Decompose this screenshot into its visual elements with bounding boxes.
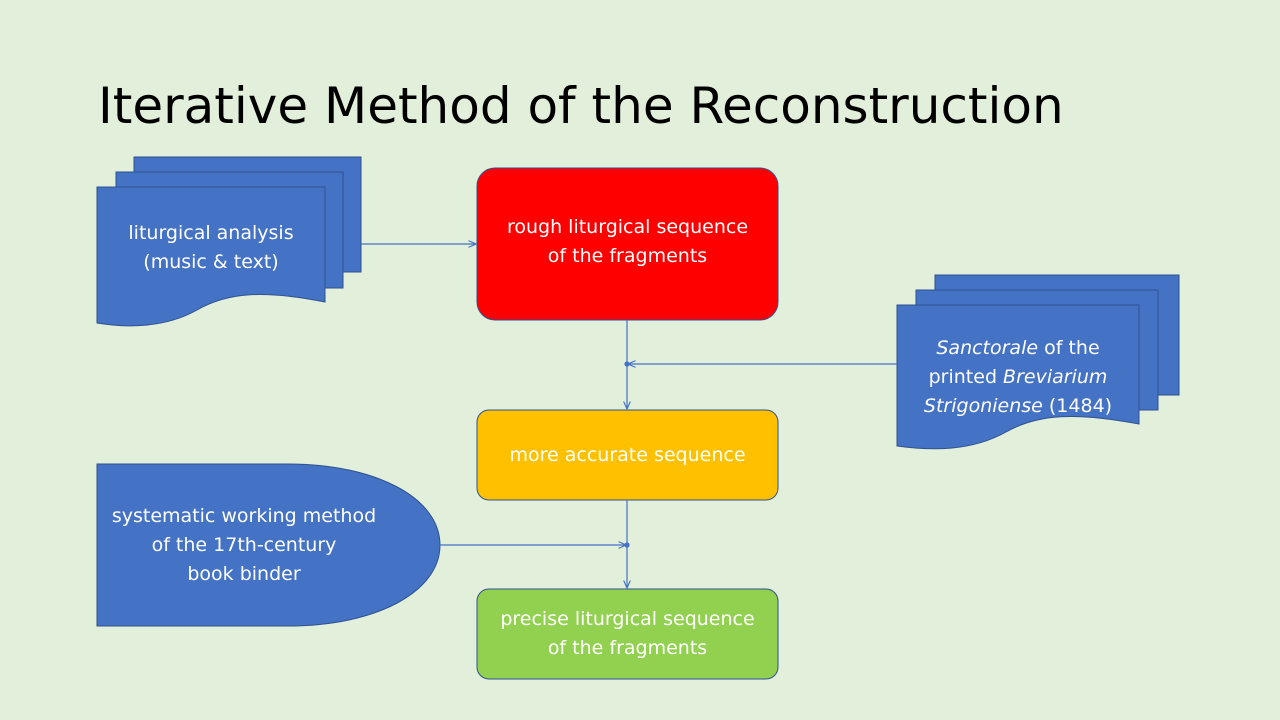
plain-text: printed [928,365,1004,388]
italic-text: Breviarium [1003,365,1108,388]
junction-dot-upper [624,361,630,367]
italic-text: Sanctorale [936,336,1039,359]
label-accurate-sequence: more accurate sequence [477,410,778,500]
multidocument-liturgical-analysis [96,156,362,327]
label-line: of the 17th-century [151,533,337,556]
document-sheet-front [96,186,326,327]
label-rough-sequence: rough liturgical sequence of the fragmen… [477,168,778,320]
label-line: Sanctorale of the [924,334,1112,363]
junction-dot-lower [624,542,630,548]
label-line: more accurate sequence [509,443,746,466]
label-line: liturgical analysis [128,222,294,244]
slide-title: Iterative Method of the Reconstruction [98,77,1064,135]
stored-data-systematic-method [96,463,441,627]
label-sanctorale: Sanctorale of the printed Breviarium Str… [897,332,1139,422]
label-line: systematic working method [111,504,377,527]
italic-text: Strigoniense [923,394,1043,417]
label-line: book binder [187,562,301,585]
box-precise-sequence [476,588,779,680]
document-sheet-front [896,304,1140,450]
label-line: Strigoniense (1484) [924,392,1112,421]
label-line: of the fragments [547,637,708,659]
label-line: of the fragments [547,245,708,267]
plain-text: (1484) [1042,394,1113,417]
plain-text: of the [1038,336,1100,359]
label-liturgical-analysis: liturgical analysis (music & text) [97,212,325,284]
label-line: (music & text) [143,251,279,273]
label-line: rough liturgical sequence [506,216,749,238]
label-systematic-method: systematic working method of the 17th-ce… [97,500,391,590]
multidocument-sanctorale [896,274,1180,450]
label-line: printed Breviarium [924,363,1112,392]
label-precise-sequence: precise liturgical sequence of the fragm… [477,589,778,679]
label-line: precise liturgical sequence [500,608,755,630]
